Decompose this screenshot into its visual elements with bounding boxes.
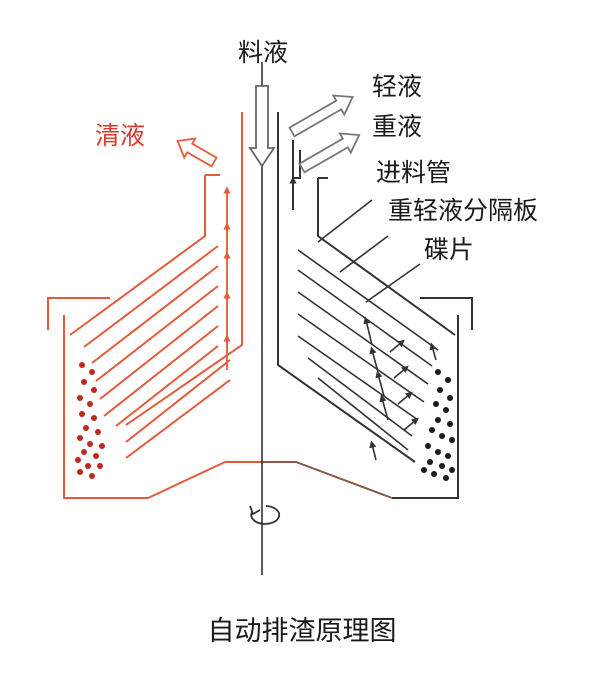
clear-liquid-arrow-icon	[176, 137, 218, 168]
disc-label: 碟片	[424, 235, 475, 264]
right-disc-plates	[297, 249, 439, 451]
light-liquid-label: 轻液	[372, 72, 423, 101]
feed-pipe-label: 进料管	[376, 158, 452, 187]
left-sediment-particles	[75, 362, 105, 479]
heavy-liquid-arrow-icon	[298, 132, 361, 174]
figure-caption: 自动排渣原理图	[207, 616, 397, 647]
separator-plate-label: 重轻液分隔板	[388, 196, 539, 225]
right-bottom-outline	[262, 461, 393, 499]
feed-arrow-icon	[248, 85, 276, 168]
pointer-lines	[317, 199, 421, 303]
rotation-arrow-icon	[249, 505, 281, 525]
feed-label: 料液	[238, 38, 289, 67]
light-liquid-arrow-icon	[288, 94, 354, 138]
right-sediment-particles	[421, 369, 455, 481]
clear-liquid-label: 清液	[95, 121, 146, 150]
left-bowl-outline	[47, 112, 262, 499]
right-flow-arrows	[289, 176, 437, 461]
heavy-liquid-label: 重液	[372, 112, 423, 141]
left-disc-plates	[83, 245, 231, 459]
